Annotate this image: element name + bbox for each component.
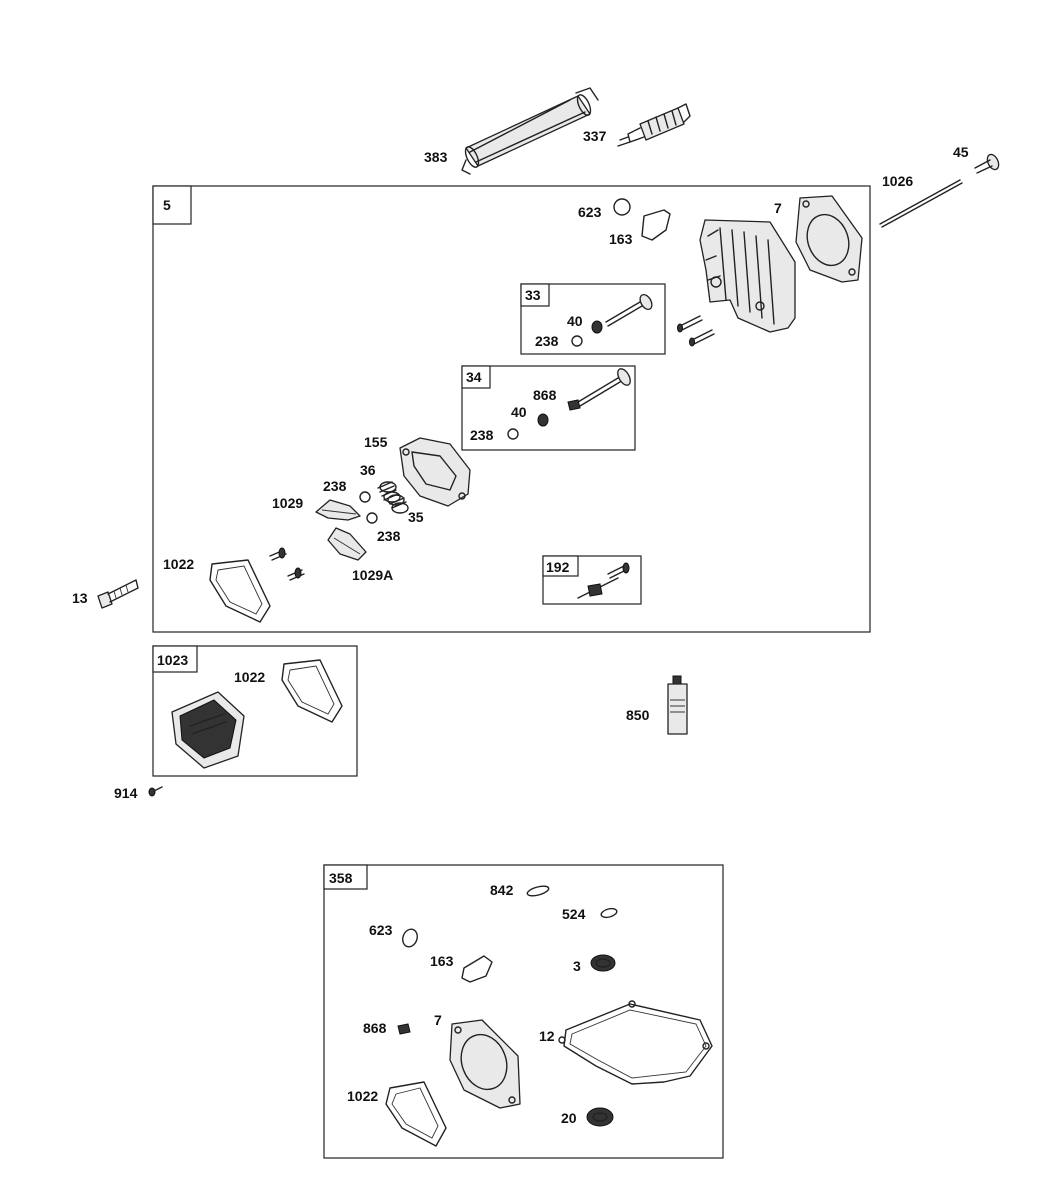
part-34-valve[interactable]: [577, 367, 633, 407]
callout-45: 45: [953, 144, 969, 160]
part-45-bolt[interactable]: [974, 153, 1001, 174]
group-34-tag[interactable]: [461, 365, 491, 389]
callout-36: 36: [360, 462, 376, 478]
callout-868-a: 868: [533, 387, 557, 403]
part-842-seal[interactable]: [526, 884, 550, 897]
group-5-box: [152, 185, 871, 633]
part-1022-cover-gasket-a[interactable]: [209, 559, 271, 623]
callout-12: 12: [539, 1028, 555, 1044]
group-1023-tag-label: 1023: [157, 652, 188, 668]
part-868-bushing-kit[interactable]: [397, 1023, 411, 1035]
callout-1022-b: 1022: [234, 669, 265, 685]
part-20-oil-seal[interactable]: [586, 1107, 614, 1127]
callout-3: 3: [573, 958, 581, 974]
callout-337: 337: [583, 128, 607, 144]
group-1023-tag[interactable]: [152, 645, 198, 673]
group-358-tag-label: 358: [329, 870, 353, 886]
part-13-bolt[interactable]: [97, 579, 139, 609]
callout-1022-kit: 1022: [347, 1088, 378, 1104]
callout-20: 20: [561, 1110, 577, 1126]
part-head-bolts[interactable]: [677, 315, 715, 347]
group-33-tag[interactable]: [520, 283, 550, 307]
part-7-head-gasket[interactable]: [795, 195, 863, 283]
part-192-breather[interactable]: [577, 562, 630, 599]
callout-623-top: 623: [578, 204, 602, 220]
callout-383: 383: [424, 149, 448, 165]
part-238-retainer-c[interactable]: [359, 491, 371, 503]
callout-868-kit: 868: [363, 1020, 387, 1036]
group-33-box: [520, 283, 666, 355]
group-34-box: [461, 365, 636, 451]
part-383-tool[interactable]: [461, 87, 599, 175]
group-34-tag-label: 34: [466, 369, 482, 385]
part-850-sealant-tube[interactable]: [667, 675, 688, 735]
part-238-retainer-a[interactable]: [571, 335, 583, 347]
callout-13: 13: [72, 590, 88, 606]
part-7-head-gasket-kit[interactable]: [449, 1019, 521, 1109]
callout-35: 35: [408, 509, 424, 525]
part-155-rocker-cover-base[interactable]: [399, 437, 471, 507]
callout-623-kit: 623: [369, 922, 393, 938]
callout-914: 914: [114, 785, 138, 801]
callout-1029: 1029: [272, 495, 303, 511]
callout-40-a: 40: [567, 313, 583, 329]
part-35-spring[interactable]: [387, 494, 409, 514]
part-cylinder-head[interactable]: [699, 219, 796, 333]
callout-1029a: 1029A: [352, 567, 393, 583]
part-1029-rocker-arm[interactable]: [315, 499, 361, 521]
callout-238-a: 238: [535, 333, 559, 349]
part-rocker-studs[interactable]: [269, 547, 305, 581]
callout-163-top: 163: [609, 231, 633, 247]
callout-7-top: 7: [774, 200, 782, 216]
group-5-tag[interactable]: [152, 185, 192, 225]
part-1026-rod[interactable]: [879, 179, 961, 225]
part-868-bushing-a[interactable]: [567, 399, 581, 411]
part-238-retainer-b[interactable]: [507, 428, 519, 440]
part-623-o-ring[interactable]: [613, 198, 631, 216]
part-163-gasket-kit[interactable]: [461, 955, 493, 983]
part-623-o-ring-kit[interactable]: [400, 927, 419, 949]
group-358-tag[interactable]: [323, 864, 368, 890]
part-3-oil-seal[interactable]: [590, 954, 616, 972]
callout-524: 524: [562, 906, 586, 922]
part-1022-cover-gasket-b[interactable]: [281, 659, 343, 723]
callout-238-b: 238: [470, 427, 494, 443]
part-163-gasket[interactable]: [641, 209, 671, 241]
group-1023-box: [152, 645, 358, 777]
part-33-valve[interactable]: [605, 293, 654, 327]
group-358-box: [323, 864, 724, 1159]
group-192-tag[interactable]: [542, 555, 579, 577]
group-192-box: [542, 555, 642, 605]
group-33-tag-label: 33: [525, 287, 541, 303]
part-1029a-rocker-arm[interactable]: [327, 527, 367, 561]
callout-1026: 1026: [882, 173, 913, 189]
callout-238-c: 238: [323, 478, 347, 494]
callout-163-kit: 163: [430, 953, 454, 969]
part-40-seal-b[interactable]: [537, 413, 549, 427]
callout-40-b: 40: [511, 404, 527, 420]
part-1023-valve-cover[interactable]: [171, 691, 245, 769]
part-914-screw[interactable]: [148, 786, 163, 797]
callout-842: 842: [490, 882, 514, 898]
part-238-retainer-d[interactable]: [366, 512, 378, 524]
callout-155: 155: [364, 434, 388, 450]
part-40-seal-a[interactable]: [591, 320, 603, 334]
group-192-tag-label: 192: [546, 559, 570, 575]
part-337-spark-plug[interactable]: [617, 103, 691, 147]
part-524-seal[interactable]: [600, 907, 618, 919]
callout-1022-a: 1022: [163, 556, 194, 572]
part-1022-cover-gasket-kit[interactable]: [385, 1081, 447, 1147]
callout-238-d: 238: [377, 528, 401, 544]
part-12-crankcase-gasket[interactable]: [558, 1000, 713, 1085]
group-5-tag-label: 5: [163, 197, 171, 213]
callout-7-kit: 7: [434, 1012, 442, 1028]
callout-850: 850: [626, 707, 650, 723]
part-36-spring[interactable]: [377, 481, 401, 503]
